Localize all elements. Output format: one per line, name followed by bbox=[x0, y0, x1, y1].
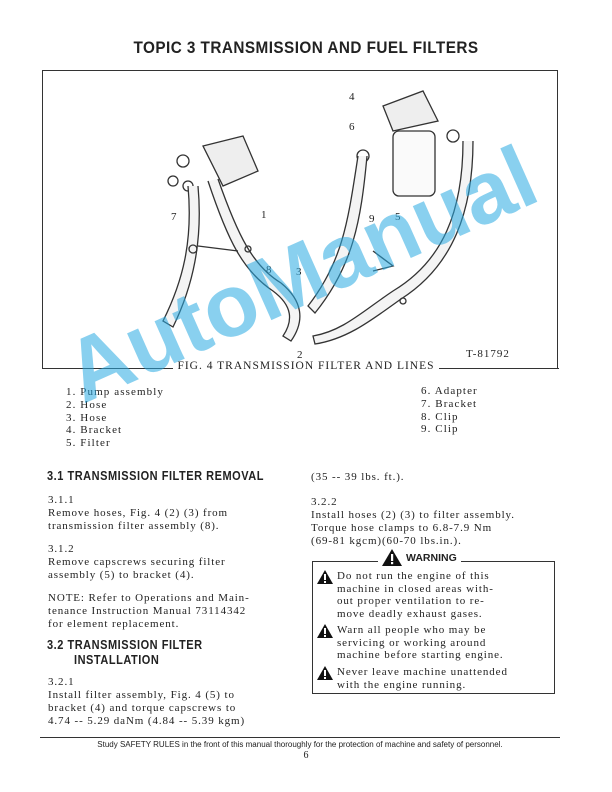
step-num: 3.2.2 bbox=[311, 496, 338, 508]
section-3-1-heading: 3.1 TRANSMISSION FILTER REMOVAL bbox=[47, 469, 265, 483]
warning-triangle-icon bbox=[382, 549, 402, 566]
page-number: 6 bbox=[303, 750, 309, 761]
drawing-number: T-81792 bbox=[466, 348, 510, 360]
step-text: Install filter assembly, Fig. 4 (5) to b… bbox=[48, 689, 246, 727]
figure-frame: 1 2 3 4 5 6 7 8 9 bbox=[42, 70, 558, 369]
part-item: 6. Adapter bbox=[421, 385, 478, 397]
warning-triangle-icon bbox=[317, 666, 333, 680]
step-num: 3.2.1 bbox=[48, 676, 75, 688]
section-3-2-heading-line2: INSTALLATION bbox=[74, 653, 160, 667]
part-item: 8. Clip bbox=[421, 410, 459, 423]
step-text: Remove capscrews securing filter assembl… bbox=[48, 556, 226, 581]
parts-list-right: 6. Adapter 7. Bracket 8. Clip 9. Clip bbox=[421, 385, 478, 436]
warning-text: Warn all people who may be servicing or … bbox=[337, 624, 504, 662]
callout-2: 2 bbox=[297, 349, 303, 361]
warning-text: Never leave machine unattended with the … bbox=[337, 666, 508, 691]
warning-item: Never leave machine unattended with the … bbox=[317, 666, 508, 691]
warning-triangle-icon bbox=[317, 624, 333, 638]
part-item: 1. Pump assembly bbox=[66, 386, 164, 398]
callout-5: 5 bbox=[395, 211, 401, 223]
part-item: 2. Hose bbox=[66, 398, 108, 411]
callout-9: 9 bbox=[369, 213, 375, 225]
transmission-filter-diagram bbox=[162, 90, 474, 345]
warning-item: Do not run the engine of this machine in… bbox=[317, 570, 494, 621]
section-3-2-heading: 3.2 TRANSMISSION FILTER bbox=[47, 638, 203, 652]
warning-box: Do not run the engine of this machine in… bbox=[312, 561, 555, 694]
callout-3: 3 bbox=[296, 266, 302, 278]
footer-safety-note: Study SAFETY RULES in the front of this … bbox=[40, 737, 560, 749]
callout-1: 1 bbox=[261, 209, 267, 221]
warning-item: Warn all people who may be servicing or … bbox=[317, 624, 504, 662]
warning-header: WARNING bbox=[378, 549, 461, 566]
part-item: 3. Hose bbox=[66, 411, 108, 424]
step-text: Install hoses (2) (3) to filter assembly… bbox=[311, 509, 515, 547]
callout-6: 6 bbox=[349, 121, 355, 133]
parts-list-left: 1. Pump assembly 2. Hose 3. Hose 4. Brac… bbox=[66, 386, 164, 450]
part-item: 4. Bracket bbox=[66, 424, 123, 437]
warning-triangle-icon bbox=[317, 570, 333, 584]
step-num: 3.1.2 bbox=[48, 543, 75, 555]
figure-caption-text: FIG. 4 TRANSMISSION FILTER AND LINES bbox=[173, 360, 439, 372]
note-text: NOTE: Refer to Operations and Main- tena… bbox=[48, 592, 250, 630]
warning-label: WARNING bbox=[406, 551, 457, 564]
warning-text: Do not run the engine of this machine in… bbox=[337, 570, 494, 621]
callout-4: 4 bbox=[349, 91, 355, 103]
step-num: 3.1.1 bbox=[48, 494, 75, 506]
figure-caption: FIG. 4 TRANSMISSION FILTER AND LINES bbox=[0, 360, 612, 372]
step-text-continued: (35 -- 39 lbs. ft.). bbox=[311, 471, 405, 483]
page-title: TOPIC 3 TRANSMISSION AND FUEL FILTERS bbox=[133, 38, 479, 57]
part-item: 5. Filter bbox=[66, 437, 111, 450]
part-item: 9. Clip bbox=[421, 423, 459, 436]
step-text: Remove hoses, Fig. 4 (2) (3) from transm… bbox=[48, 507, 229, 532]
part-item: 7. Bracket bbox=[421, 397, 478, 410]
callout-7: 7 bbox=[171, 211, 177, 223]
callout-8: 8 bbox=[266, 264, 272, 276]
